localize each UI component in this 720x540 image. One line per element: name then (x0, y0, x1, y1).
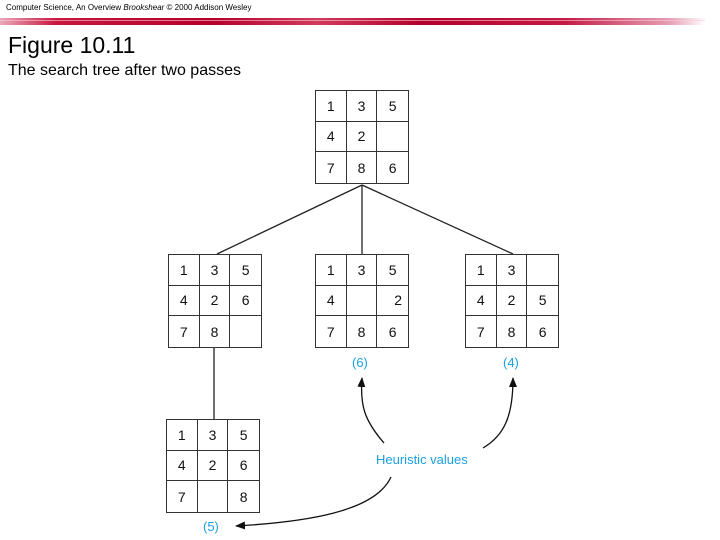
root-puzzle-state: 1 3 5 4 2 7 8 6 (315, 90, 409, 184)
heuristic-value-right: (4) (503, 355, 519, 370)
tile-empty (198, 481, 229, 512)
header-credit-suffix: © 2000 Addison Wesley (164, 3, 252, 12)
tile: 1 (466, 255, 497, 286)
tile: 4 (466, 285, 497, 317)
heuristic-value-bottom: (5) (203, 519, 219, 534)
header-credit: Computer Science, An Overview Brookshear… (6, 3, 251, 12)
tile: 3 (199, 255, 231, 286)
tile: 3 (496, 255, 528, 286)
tile: 3 (197, 420, 229, 451)
edge-root-right (361, 184, 514, 255)
arrow-to-6 (357, 377, 385, 444)
tile: 6 (388, 323, 397, 340)
tile: 2 (496, 285, 528, 317)
tile: 1 (316, 91, 347, 122)
tile: 4 (316, 121, 347, 153)
heuristic-values-label: Heuristic values (376, 452, 468, 467)
header-decorative-bar (0, 18, 705, 25)
tile: 6 (388, 159, 397, 176)
level2-left-puzzle-state: 1 3 5 4 2 6 7 8 (168, 254, 262, 348)
tile: 7 (316, 152, 347, 183)
tile: 7 (466, 316, 497, 347)
tile: 8 (200, 316, 231, 347)
tile: 8 (497, 316, 528, 347)
tile: 6 (538, 323, 547, 340)
tile: 1 (167, 420, 198, 451)
tile: 4 (167, 450, 198, 482)
figure-subtitle: The search tree after two passes (8, 62, 241, 79)
level3-puzzle-state: 1 3 5 4 2 6 7 8 (166, 419, 260, 513)
tile: 7 (169, 316, 200, 347)
header-credit-author: Brookshear (123, 3, 165, 12)
tile: 8 (239, 488, 248, 505)
tile: 1 (316, 255, 347, 286)
edge-root-left (216, 184, 363, 255)
level2-middle-puzzle-state: 1 3 5 4 2 7 8 6 (315, 254, 409, 348)
figure-title: Figure 10.11 (8, 32, 136, 58)
tile-empty (377, 122, 408, 153)
tile: 8 (347, 152, 378, 183)
arrow-to-5 (235, 476, 392, 530)
tile: 7 (316, 316, 347, 347)
tile: 2 (197, 450, 229, 482)
tile-empty (230, 316, 261, 347)
tile: 4 (316, 285, 347, 317)
tile: 3 (346, 91, 378, 122)
tile: 5 (228, 420, 259, 451)
tile: 8 (347, 316, 378, 347)
heuristic-value-middle: (6) (352, 355, 368, 370)
tile: 7 (167, 481, 198, 512)
tile: 3 (346, 255, 378, 286)
tile: 2 (346, 121, 378, 153)
tile-empty (346, 285, 378, 317)
header-credit-prefix: Computer Science, An Overview (6, 3, 124, 12)
tile: 5 (377, 255, 408, 286)
tile: 4 (169, 285, 200, 317)
tile-empty (527, 255, 558, 286)
tile: 5 (377, 91, 408, 122)
tile: 5 (527, 286, 558, 317)
tile: 6 (228, 451, 259, 482)
tile: 2 (199, 285, 231, 317)
tile: 6 (230, 286, 261, 317)
level2-right-puzzle-state: 1 3 4 2 5 7 8 6 (465, 254, 559, 348)
tile: 1 (169, 255, 200, 286)
arrow-to-4 (482, 377, 517, 449)
tile: 2 (377, 286, 408, 317)
tile: 5 (230, 255, 261, 286)
